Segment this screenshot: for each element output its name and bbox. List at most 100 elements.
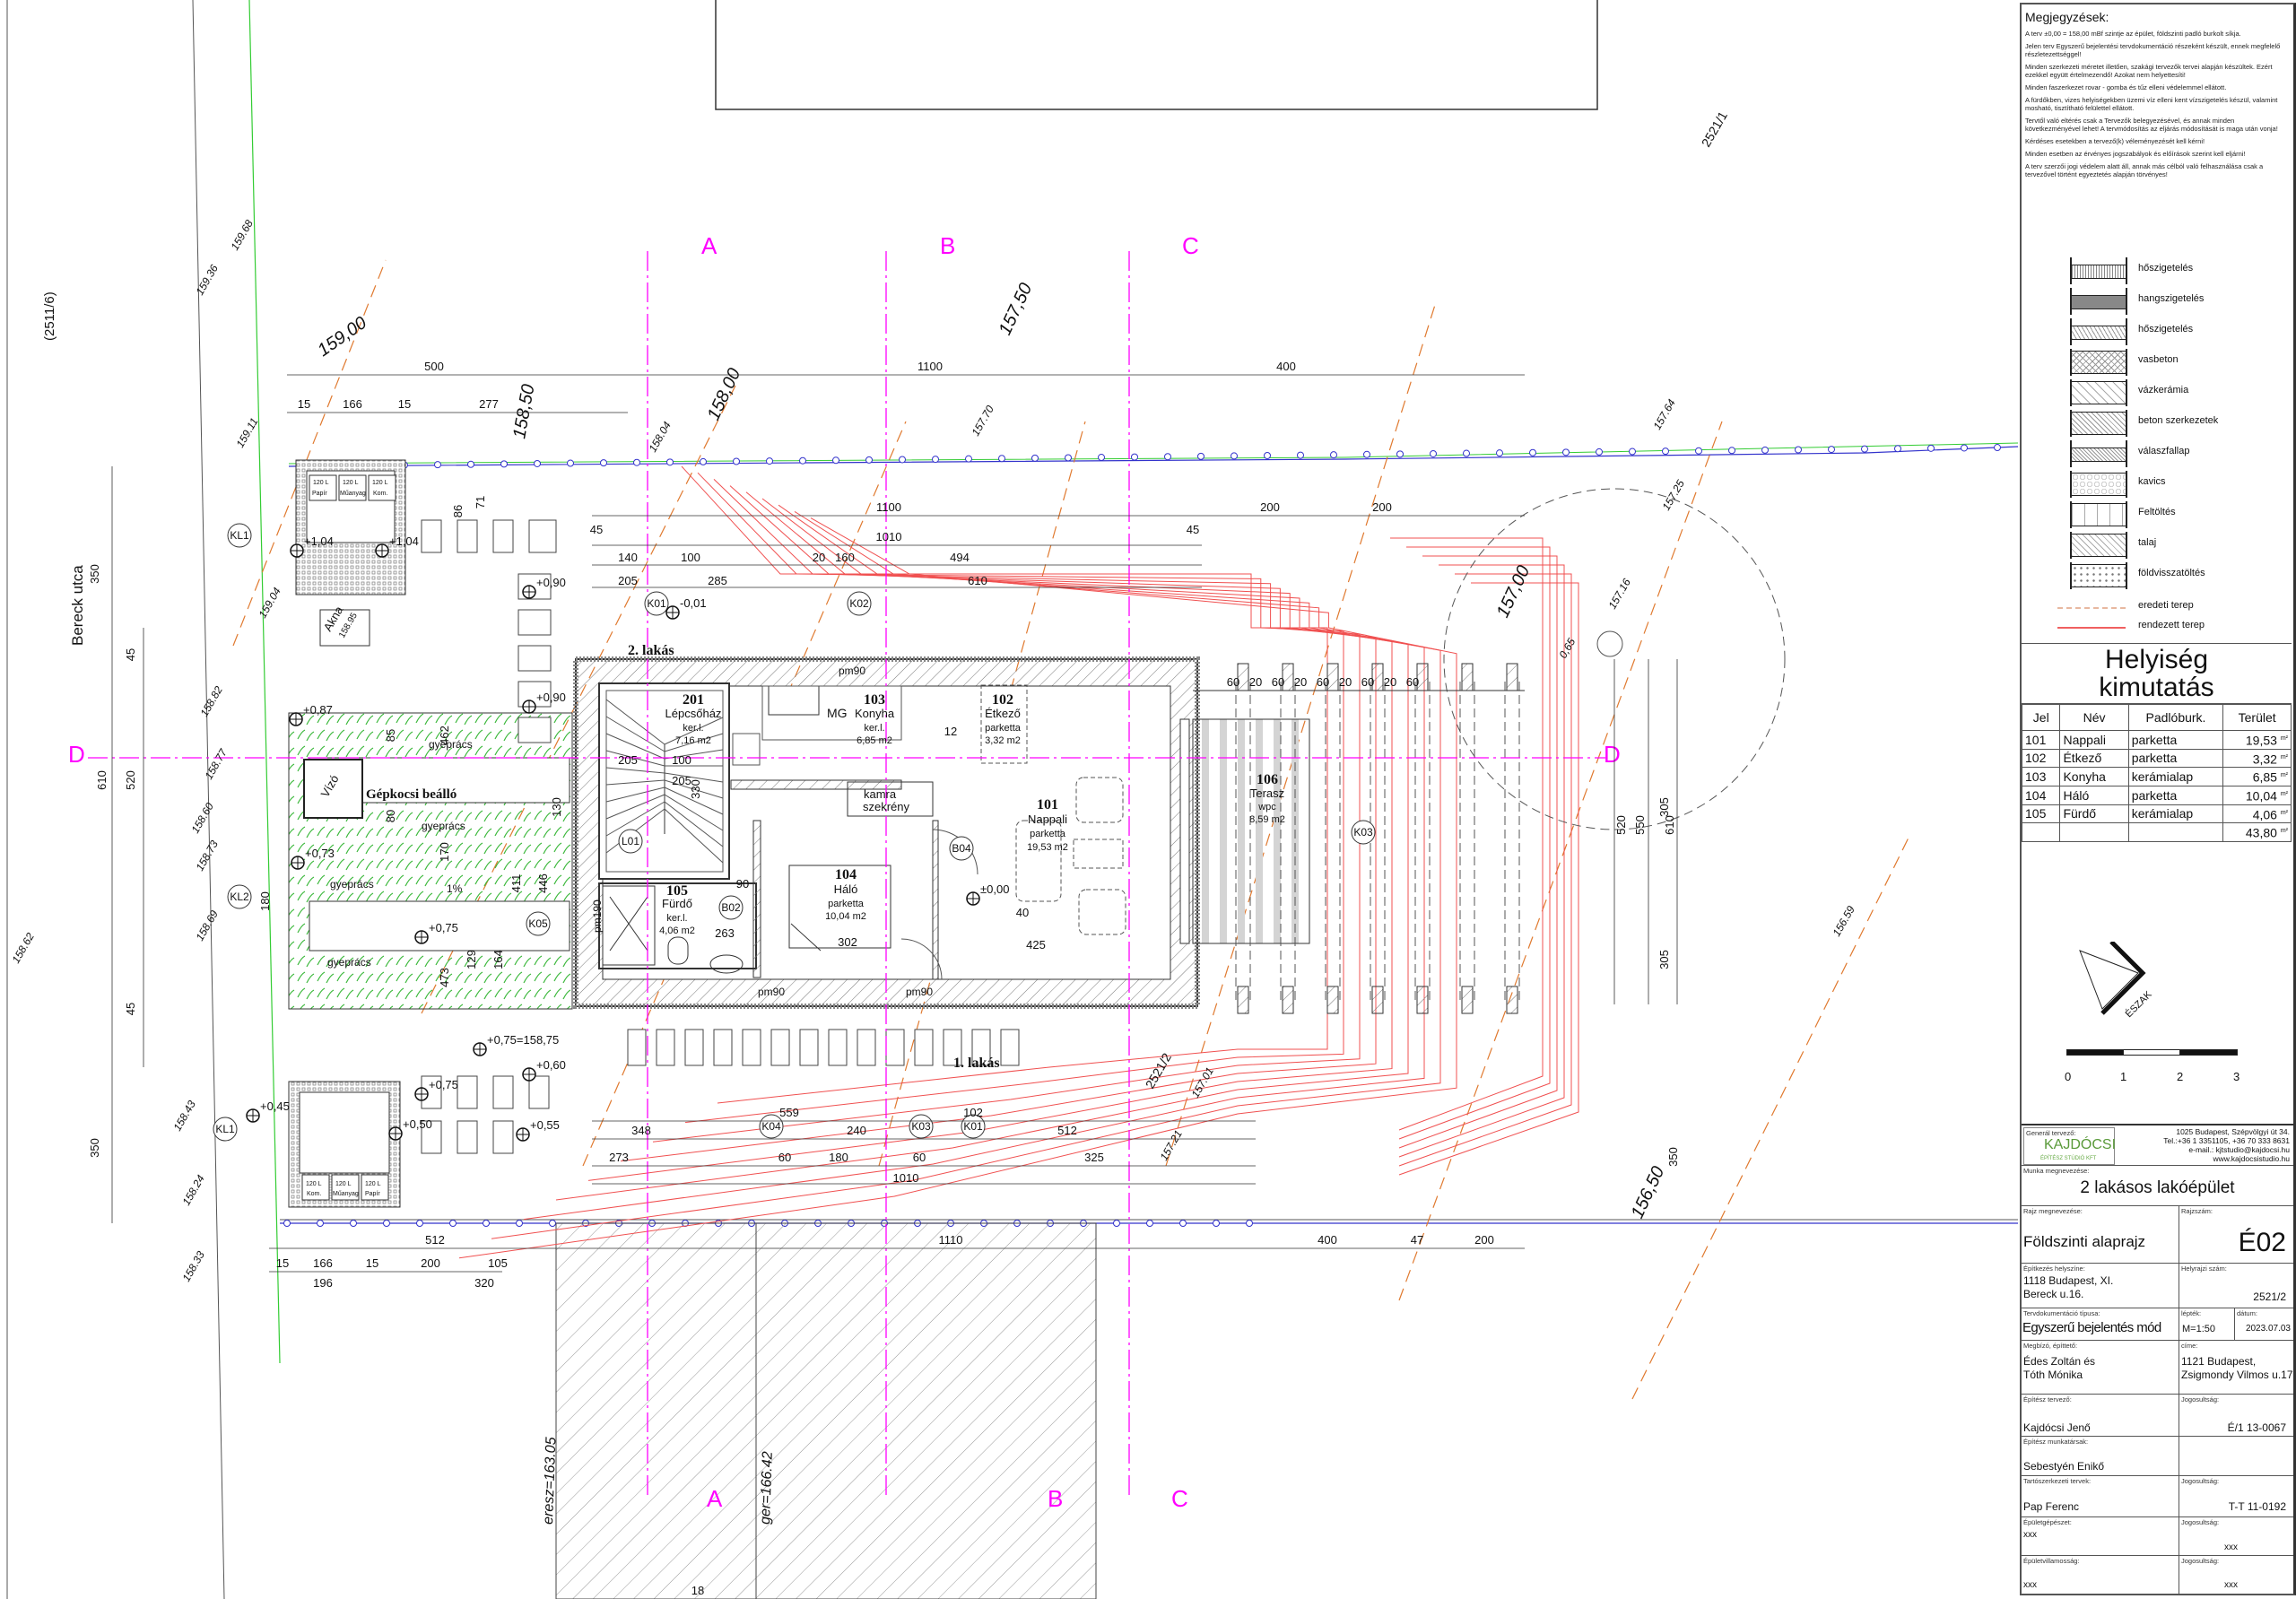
drawing-mark: [1113, 1220, 1120, 1227]
drawing-mark: [664, 749, 724, 760]
work-row: Munka megnevezése: 2 lakásos lakóépület: [2022, 1165, 2293, 1205]
eaves-height: eresz=163.05: [541, 1437, 559, 1525]
legend-swatch-icon: [2070, 562, 2127, 589]
level-label: -0,01: [680, 596, 707, 610]
dimension-label: 60: [778, 1151, 791, 1164]
drawing-mark: 10,04 m2: [825, 911, 866, 922]
drawing-mark: [1506, 663, 1518, 691]
dimension-label: 559: [779, 1106, 799, 1119]
drawing-mark: [1282, 986, 1294, 1014]
legend-label: beton szerkezetek: [2138, 415, 2219, 426]
drawing-mark: [1371, 986, 1384, 1014]
drawing-mark: 120 L: [372, 480, 388, 486]
drawing-mark: Konyha: [855, 707, 895, 720]
drawing-mark: parketta: [828, 899, 865, 909]
drawing-mark: Műanyag: [333, 1191, 359, 1197]
drawing-mark: parketta: [1030, 829, 1066, 839]
terrace-deck: [1192, 718, 1310, 944]
drawing-mark: [656, 1029, 675, 1066]
drawing-mark: [517, 645, 552, 672]
drawing-mark: [421, 519, 442, 553]
drawing-mark: [1065, 454, 1072, 462]
drawing-mark: 120 L: [365, 1181, 381, 1187]
architect-license: É/1 13-0067: [2227, 1421, 2286, 1434]
dimension-label: 60: [913, 1151, 926, 1164]
dimension-label: 20: [1294, 675, 1307, 689]
tag-circle: [526, 911, 551, 936]
drawing-mark: [291, 856, 304, 869]
room-schedule-title-line: kimutatás: [2099, 673, 2214, 702]
legend-item: hőszigetelés: [2070, 256, 2285, 286]
table-cell: 104: [2021, 785, 2061, 805]
drawing-mark: [1461, 663, 1474, 691]
dimension-label: 520: [124, 770, 137, 790]
legend-label: földvisszatöltés: [2138, 568, 2205, 578]
room-103: 103 Konyha ker.l. 6,85 m2: [855, 692, 895, 746]
table-cell: Konyha: [2059, 767, 2129, 786]
dimension-label: 20: [1384, 675, 1396, 689]
drawing-number-cell: Rajzszám: É02: [2179, 1205, 2293, 1263]
table-cell: kerámialap: [2127, 767, 2224, 786]
drawing-mark: 105: [666, 883, 688, 899]
bin-kom: [301, 1174, 330, 1201]
drawing-mark: [1463, 449, 1470, 457]
table-cell: 103: [2021, 767, 2061, 786]
note-item: A terv ±0,00 = 158,00 mBf szintje az épü…: [2025, 30, 2241, 38]
legend-label: hőszigetelés: [2138, 263, 2194, 274]
legend-line-item: eredeti terep: [2057, 598, 2285, 618]
drawing-scale: M=1:50: [2182, 1324, 2215, 1334]
dimension-label: 200: [1372, 500, 1392, 514]
legend-label: vasbeton: [2138, 354, 2179, 365]
drawing-mark: [865, 456, 873, 464]
work-title: 2 lakásos lakóépület: [2080, 1178, 2235, 1197]
drawing-mark: 120 L: [343, 480, 359, 486]
company-phone: Tel.:+36 1 3351105, +36 70 333 8631: [2163, 1136, 2290, 1145]
dimension-label: 86: [451, 505, 465, 517]
drawing-mark: [684, 1029, 704, 1066]
dimension-label: 100: [672, 753, 691, 767]
drawing-mark: Kom.: [373, 491, 387, 497]
drawing-mark: [965, 455, 972, 463]
architect-name: Kajdócsi Jenő: [2023, 1421, 2091, 1434]
green-boundary-line: [248, 0, 281, 1364]
drawing-mark: [713, 1029, 733, 1066]
dimension-label: 425: [1026, 938, 1046, 952]
level-label: +0,60: [536, 1058, 566, 1072]
spot-height: 158.77: [202, 746, 230, 782]
drawing-mark: [528, 1075, 550, 1109]
spot-height: 157.21: [1157, 1128, 1184, 1163]
drawing-mark: [1529, 448, 1536, 456]
drawing-mark: Lépcsőház: [665, 707, 722, 720]
drawing-mark: 8,59 m2: [1249, 814, 1285, 825]
dimension-label: 90: [736, 877, 749, 891]
drawing-mark: [857, 1029, 876, 1066]
dimension-label: 164: [491, 950, 505, 969]
contour-label: 158,50: [509, 383, 538, 440]
parking-label: Gépkocsi beálló: [366, 787, 457, 802]
drawing-mark: [1213, 1220, 1220, 1227]
dimension-label: 166: [313, 1256, 333, 1270]
dimension-label: 12: [944, 725, 957, 738]
drawing-mark: [605, 716, 665, 752]
level-label: +0,50: [403, 1117, 432, 1131]
level-label: +0,75=158,75: [487, 1033, 559, 1047]
drawing-mark: [290, 713, 302, 726]
dimension-label: 610: [95, 770, 109, 790]
contour-label: 159,00: [314, 313, 370, 361]
drawing-mark: [1098, 454, 1105, 462]
drawing-mark: ker.l.: [666, 913, 687, 924]
associates-cell: Építész munkatársak: Sebestyén Enikő: [2022, 1436, 2179, 1475]
tag-circle: [227, 523, 252, 548]
section-d-left: D: [68, 741, 85, 768]
tag-circle: [227, 884, 252, 909]
legend-swatch-icon: [2070, 257, 2127, 284]
drawing-mark: [1728, 447, 1735, 455]
drawing-mark: [1398, 564, 1565, 1158]
parking-strip: [309, 900, 570, 952]
drawing-mark: [1894, 445, 1901, 453]
parcel-number: 2521/1: [1699, 109, 1730, 149]
legend-swatch-icon: [2070, 410, 2127, 437]
drawing-mark: [291, 544, 303, 557]
dimension-label: 400: [1276, 360, 1296, 373]
